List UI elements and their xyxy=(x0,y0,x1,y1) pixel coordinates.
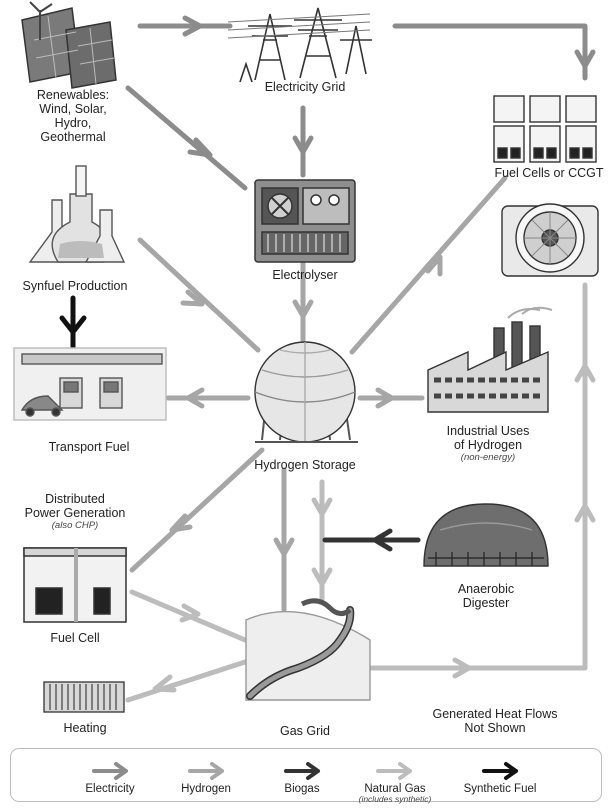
legend-naturalgas-note: (includes synthetic) xyxy=(358,794,432,804)
arrowhead xyxy=(292,135,314,155)
fuel-station-icon xyxy=(13,347,167,421)
pylon-icon xyxy=(227,7,372,83)
fuel-cell-icon xyxy=(23,547,127,623)
arrowhead xyxy=(273,537,295,557)
industrial-uses-label: Industrial Uses of Hydrogen (non-energy) xyxy=(428,424,548,463)
transport-fuel-label: Transport Fuel xyxy=(48,440,130,454)
hydrogen-storage-label: Hydrogen Storage xyxy=(254,458,356,472)
legend-swatches xyxy=(92,762,518,780)
renewables-label: Renewables: Wind, Solar, Hydro, Geotherm… xyxy=(36,88,110,144)
arrowhead xyxy=(574,363,596,383)
electricity-grid-label: Electricity Grid xyxy=(264,80,346,94)
arrowhead xyxy=(574,49,596,69)
arrowhead xyxy=(574,503,596,523)
hydrogen-sphere-icon xyxy=(254,341,358,443)
fuel-cell-label: Fuel Cell xyxy=(50,631,100,645)
factory-icon xyxy=(427,306,553,413)
electrolyser-label: Electrolyser xyxy=(272,268,338,282)
digester-dome-icon xyxy=(423,503,549,567)
arrowhead xyxy=(179,603,201,623)
flow-storage-to-ccgt xyxy=(349,175,508,355)
flow-renewables-to-electrolyser xyxy=(125,85,248,191)
legend-syntheticfuel-arrow xyxy=(482,762,518,780)
distributed-power-label: Distributed Power Generation (also CHP) xyxy=(10,492,140,531)
heat-flows-note: Generated Heat Flows Not Shown xyxy=(432,707,558,735)
anaerobic-digester-label: Anaerobic Digester xyxy=(457,582,515,610)
legend-syntheticfuel-label: Synthetic Fuel xyxy=(463,783,537,795)
solar-panel-icon xyxy=(21,7,117,89)
legend-biogas-arrow xyxy=(284,762,320,780)
wind-turbine-icon xyxy=(29,1,53,40)
legend-biogas-label: Biogas xyxy=(284,783,320,795)
flow-gasgrid-to-heating xyxy=(125,659,248,703)
legend-hydrogen-label: Hydrogen xyxy=(181,783,231,795)
flow-storage-to-fuelcell xyxy=(129,447,265,573)
legend-naturalgas-arrow xyxy=(376,762,412,780)
synfuel-label: Synfuel Production xyxy=(22,279,128,293)
distributed-power-text: Distributed Power Generation xyxy=(24,492,126,520)
fuel-cell-stack-icon xyxy=(493,95,597,163)
arrowhead xyxy=(59,315,87,335)
arrowhead xyxy=(311,497,333,517)
heating-label: Heating xyxy=(63,721,107,735)
flow-grid-to-ccgt xyxy=(392,23,588,81)
legend-electricity-label: Electricity xyxy=(85,783,135,795)
arrowhead xyxy=(375,387,395,409)
arrowhead xyxy=(311,567,333,587)
flask-icon xyxy=(28,165,126,263)
arrowhead xyxy=(452,657,472,679)
radiator-icon xyxy=(43,681,125,713)
industrial-uses-text: Industrial Uses of Hydrogen xyxy=(446,424,530,452)
arrowhead xyxy=(152,674,177,693)
arrowhead xyxy=(182,15,203,37)
arrowhead xyxy=(372,528,393,552)
electrolyser-icon xyxy=(254,179,356,263)
gas-pipeline-icon xyxy=(245,598,371,701)
legend xyxy=(10,748,602,802)
fuel-cells-ccgt-label: Fuel Cells or CCGT xyxy=(494,166,604,180)
arrowhead xyxy=(425,254,443,277)
flow-arrows xyxy=(59,15,596,703)
flow-gasgrid-to-ccgt xyxy=(365,282,588,671)
arrowhead xyxy=(169,513,193,533)
arrowhead xyxy=(185,387,205,409)
industrial-uses-note: (non-energy) xyxy=(460,452,516,463)
legend-electricity-arrow xyxy=(92,762,128,780)
legend-hydrogen-arrow xyxy=(188,762,224,780)
turbine-icon xyxy=(501,203,599,277)
arrowhead xyxy=(180,289,205,307)
flow-synfuel-storage xyxy=(137,237,261,353)
arrowhead xyxy=(292,299,314,319)
legend-naturalgas-text: Natural Gas xyxy=(364,783,426,795)
distributed-power-note: (also CHP) xyxy=(51,520,99,531)
arrowhead xyxy=(187,137,213,158)
gas-grid-label: Gas Grid xyxy=(279,724,330,738)
legend-naturalgas-label: Natural Gas (includes synthetic) xyxy=(350,783,440,804)
